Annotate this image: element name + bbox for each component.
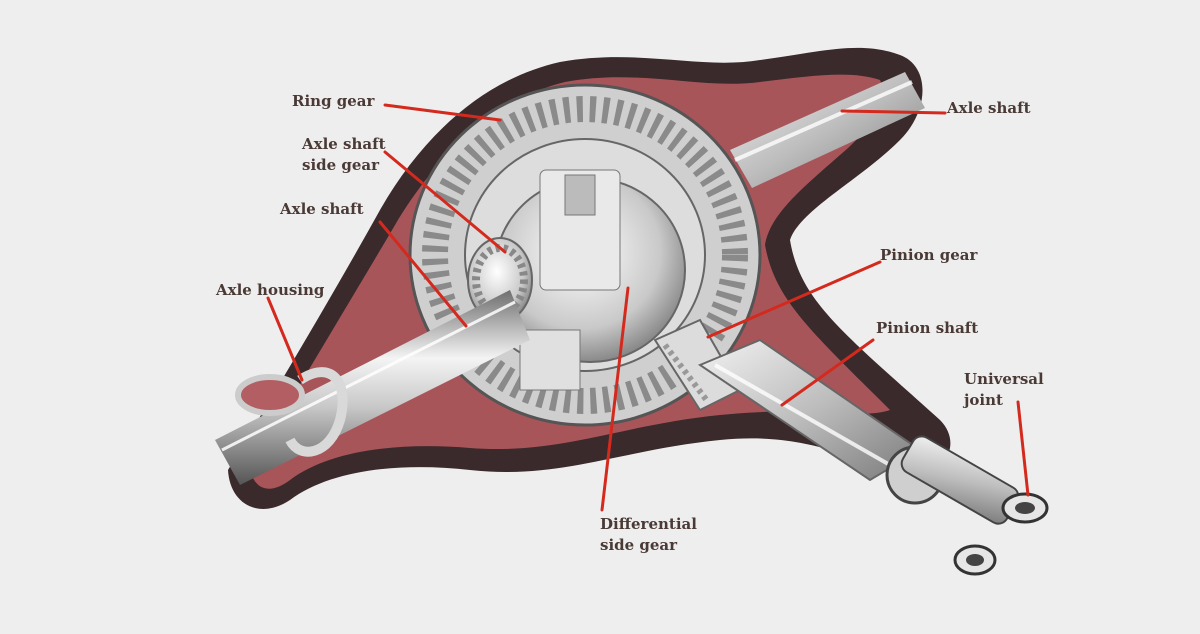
leader-pinion-gear	[706, 260, 882, 339]
label-axle-shaft-left: Axle shaft	[280, 200, 364, 218]
leader-universal-joint	[1016, 400, 1030, 497]
leader-lines	[266, 103, 1030, 512]
label-axle-shaft-side-gear: Axle shaft side gear	[302, 135, 386, 174]
label-differential-side-gear: Differential side gear	[600, 515, 697, 554]
label-ring-gear: Ring gear	[292, 92, 375, 110]
right-axle-shaft	[730, 72, 925, 188]
label-axle-shaft-right: Axle shaft	[947, 99, 1031, 117]
label-pinion-shaft: Pinion shaft	[876, 319, 979, 337]
label-axle-housing: Axle housing	[216, 281, 325, 299]
leader-axle-shaft-side-gear	[383, 150, 507, 254]
leader-ring-gear	[383, 103, 502, 122]
leader-axle-shaft-left	[378, 220, 468, 328]
leader-axle-housing	[266, 296, 304, 382]
label-pinion-gear: Pinion gear	[880, 246, 978, 264]
leader-differential-side-gear	[600, 286, 630, 512]
leader-pinion-shaft	[780, 338, 875, 407]
differential-carrier	[494, 169, 686, 391]
axle-housing-tube	[235, 367, 348, 457]
universal-joint-yoke	[885, 435, 1049, 576]
leader-axle-shaft-right	[840, 109, 947, 115]
label-universal-joint: Universal joint	[964, 370, 1044, 409]
